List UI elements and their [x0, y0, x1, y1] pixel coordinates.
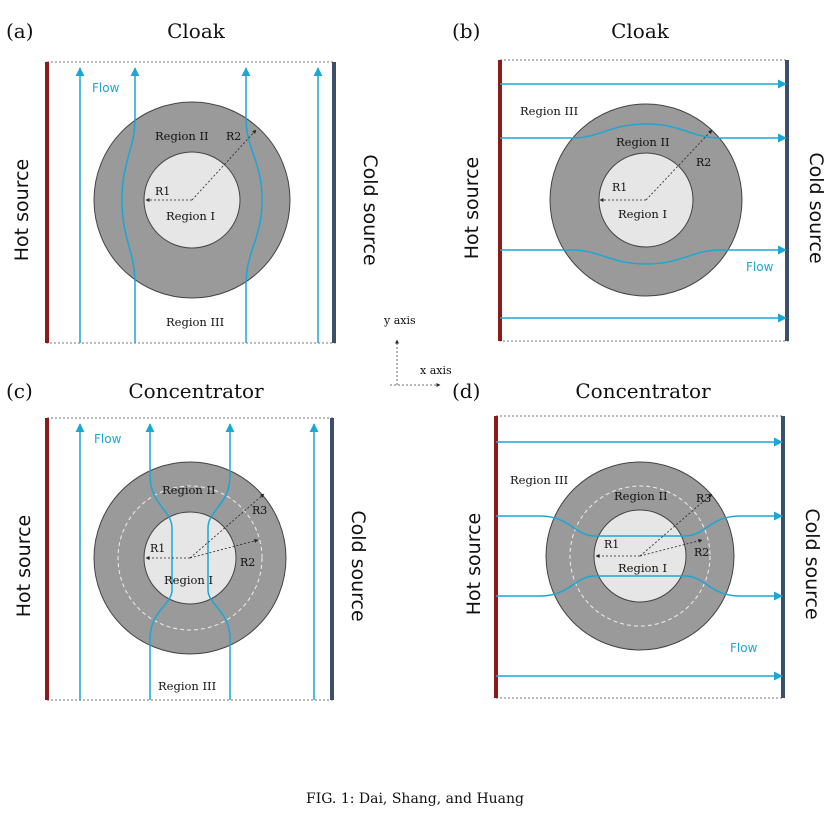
panel-label: (d) — [452, 379, 480, 403]
r2-label: R2 — [694, 546, 709, 559]
hot-source-label: Hot source — [461, 157, 483, 260]
axes-indicator: y axis x axis — [383, 314, 452, 387]
panel-label: (a) — [6, 19, 34, 43]
panel-title: Cloak — [167, 19, 226, 43]
r2-dashed-circle — [117, 485, 263, 631]
panel-label: (b) — [452, 19, 480, 43]
region-i-label: Region I — [164, 573, 213, 587]
region-iii-label: Region III — [166, 315, 224, 329]
cold-source-label: Cold source — [347, 510, 369, 621]
panel-title: Cloak — [611, 19, 670, 43]
hot-source-label: Hot source — [11, 159, 33, 262]
cold-source-label: Cold source — [805, 152, 827, 263]
flow-line — [121, 67, 140, 343]
x-axis-label: x axis — [420, 364, 452, 377]
region-ii-label: Region II — [616, 135, 670, 149]
flow-line — [500, 245, 787, 265]
y-axis-label: y axis — [383, 314, 416, 327]
region-iii-label: Region III — [158, 679, 216, 693]
panel-title: Concentrator — [575, 379, 711, 403]
flow-label: Flow — [94, 432, 122, 446]
r3-arrow — [189, 493, 265, 559]
r2-label: R2 — [226, 130, 241, 143]
panel-d: (d) Concentrator Hot source Cold source … — [452, 379, 823, 699]
r3-label: R3 — [252, 504, 267, 517]
region-iii-label: Region III — [510, 473, 568, 487]
flow-line — [241, 67, 263, 343]
flow-line — [496, 511, 783, 537]
hot-source-label: Hot source — [13, 515, 35, 618]
region-ii-label: Region II — [155, 129, 209, 143]
panel-label: (c) — [6, 379, 33, 403]
cold-source-label: Cold source — [801, 508, 823, 619]
flow-label: Flow — [730, 641, 758, 655]
r1-label: R1 — [155, 185, 170, 198]
panel-title: Concentrator — [128, 379, 264, 403]
figure-caption: FIG. 1: Dai, Shang, and Huang — [306, 791, 524, 807]
r2-label: R2 — [240, 556, 255, 569]
region-i-label: Region I — [618, 561, 667, 575]
r2-dashed-circle — [569, 485, 711, 627]
r1-label: R1 — [604, 538, 619, 551]
panel-b: (b) Cloak Hot source Cold source Flow R1… — [452, 19, 827, 342]
r2-label: R2 — [696, 156, 711, 169]
panel-c: (c) Concentrator Hot source Cold source … — [6, 379, 369, 701]
r2-arrow — [639, 538, 703, 557]
r2-arrow — [645, 129, 713, 201]
flow-line — [496, 575, 783, 601]
hot-source-label: Hot source — [463, 513, 485, 616]
flow-label: Flow — [92, 81, 120, 95]
r1-label: R1 — [150, 542, 165, 555]
flow-line — [207, 423, 235, 700]
flow-label: Flow — [746, 260, 774, 274]
cold-source-label: Cold source — [359, 154, 381, 265]
region-ii-label: Region II — [614, 489, 668, 503]
r1-label: R1 — [612, 181, 627, 194]
region-i-label: Region I — [166, 209, 215, 223]
panel-a: (a) Cloak Hot source Cold source Flow R1… — [6, 19, 381, 344]
region-i-label: Region I — [618, 207, 667, 221]
region-iii-label: Region III — [520, 104, 578, 118]
r3-label: R3 — [696, 492, 711, 505]
flow-line — [145, 423, 173, 700]
flow-line — [500, 123, 787, 143]
region-ii-label: Region II — [162, 483, 216, 497]
